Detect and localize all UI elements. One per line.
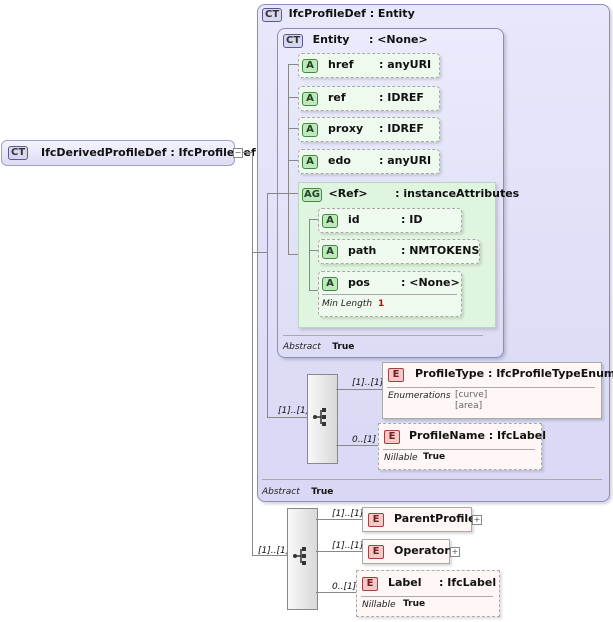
expand-icon[interactable]: + (450, 547, 460, 557)
operator-cardinality: [1]..[1] (332, 541, 364, 551)
entity-name: Entity (312, 33, 350, 46)
sequence-icon (293, 547, 306, 565)
attribute-name: id (348, 213, 360, 226)
attribute-id[interactable]: A id : ID (318, 208, 462, 233)
attribute-icon: A (302, 59, 318, 73)
attribute-group-name: <Ref> (328, 187, 368, 200)
inner-sequence-cardinality: [1]..[1] (278, 406, 310, 416)
parent-profile-cardinality: [1]..[1] (332, 509, 364, 519)
nillable-label: Nillable (362, 600, 396, 610)
label-cardinality: 0..[1] (332, 582, 357, 592)
attribute-icon: A (322, 214, 338, 228)
attribute-group-type: : instanceAttributes (395, 187, 520, 200)
facet-label: Min Length (322, 299, 373, 309)
element-label[interactable]: E Label : IfcLabel Nillable True (356, 570, 500, 617)
collapse-icon[interactable]: − (233, 148, 243, 158)
attribute-name: path (348, 244, 377, 257)
nillable-value: True (423, 452, 446, 462)
attribute-proxy[interactable]: A proxy : IDREF (298, 117, 440, 142)
attribute-pos[interactable]: A pos : <None> Min Length 1 (318, 271, 462, 317)
sequence-icon (313, 408, 326, 426)
attribute-type: : anyURI (379, 154, 432, 167)
attribute-icon: A (322, 277, 338, 291)
element-icon: E (388, 368, 404, 382)
abstract-value: True (332, 342, 355, 352)
abstract-value: True (311, 487, 334, 497)
enumeration-value: [curve] (455, 390, 488, 400)
enumeration-value: [area] (455, 401, 483, 411)
element-name: ProfileName : IfcLabel (409, 429, 546, 442)
attribute-name: edo (328, 154, 351, 167)
element-parent-profile[interactable]: E ParentProfile (362, 507, 476, 532)
attribute-type: : IDREF (379, 91, 424, 104)
separator (283, 335, 483, 336)
element-operator[interactable]: E Operator (362, 539, 450, 564)
outer-sequence-cardinality: [1]..[1] (258, 546, 290, 556)
ifc-profile-def-abstract: Abstract True (262, 484, 333, 497)
attribute-icon: A (302, 155, 318, 169)
complex-type-icon: CT (262, 8, 283, 22)
attribute-name: proxy (328, 122, 364, 135)
element-type: : IfcLabel (439, 576, 497, 589)
attribute-name: pos (348, 276, 370, 289)
element-name: Operator (394, 544, 450, 557)
attribute-name: ref (328, 91, 346, 104)
profile-name-cardinality: 0..[1] (352, 435, 377, 445)
root-type-name: IfcDerivedProfileDef : IfcProfileDef (41, 146, 256, 159)
ifc-profile-def-name: IfcProfileDef : Entity (288, 7, 415, 20)
entity-header[interactable]: CT Entity : <None> (283, 33, 428, 48)
expand-icon[interactable]: + (472, 515, 482, 525)
element-icon: E (384, 430, 400, 444)
complex-type-icon: CT (283, 34, 304, 48)
abstract-label: Abstract (262, 487, 300, 497)
nillable-value: True (403, 599, 426, 609)
element-icon: E (368, 545, 384, 559)
entity-type: : <None> (368, 33, 428, 46)
attribute-href[interactable]: A href : anyURI (298, 53, 440, 78)
enumerations-label: Enumerations (388, 391, 451, 401)
attribute-type: : IDREF (379, 122, 424, 135)
attribute-ref[interactable]: A ref : IDREF (298, 86, 440, 111)
element-name: ProfileType : IfcProfileTypeEnum (415, 367, 613, 380)
attribute-type: : <None> (401, 276, 460, 289)
attribute-type: : NMTOKENS (401, 244, 480, 257)
element-name: ParentProfile (394, 512, 476, 525)
attribute-type: : ID (401, 213, 423, 226)
attribute-path[interactable]: A path : NMTOKENS (318, 239, 480, 264)
separator (262, 479, 602, 480)
profile-type-cardinality: [1]..[1] (352, 378, 384, 388)
attribute-type: : anyURI (379, 58, 432, 71)
outer-sequence[interactable] (287, 508, 318, 610)
attribute-group-icon: AG (302, 188, 322, 202)
complex-type-icon: CT (8, 146, 29, 160)
ifc-profile-def-header[interactable]: CT IfcProfileDef : Entity (262, 7, 415, 22)
facet-value: 1 (378, 299, 385, 309)
attribute-icon: A (302, 92, 318, 106)
entity-abstract: Abstract True (283, 339, 354, 352)
element-icon: E (368, 513, 384, 527)
abstract-label: Abstract (283, 342, 321, 352)
attribute-name: href (328, 58, 354, 71)
element-icon: E (362, 577, 378, 591)
attribute-icon: A (302, 123, 318, 137)
root-type-box[interactable]: CT IfcDerivedProfileDef : IfcProfileDef (1, 140, 256, 166)
element-profile-type[interactable]: E ProfileType : IfcProfileTypeEnum Enume… (382, 362, 613, 419)
element-name: Label (388, 576, 422, 589)
attribute-group-header[interactable]: AG <Ref> : instanceAttributes (302, 187, 519, 202)
element-profile-name[interactable]: E ProfileName : IfcLabel Nillable True (378, 423, 546, 470)
nillable-label: Nillable (384, 453, 418, 463)
attribute-icon: A (322, 245, 338, 259)
attribute-edo[interactable]: A edo : anyURI (298, 149, 440, 174)
